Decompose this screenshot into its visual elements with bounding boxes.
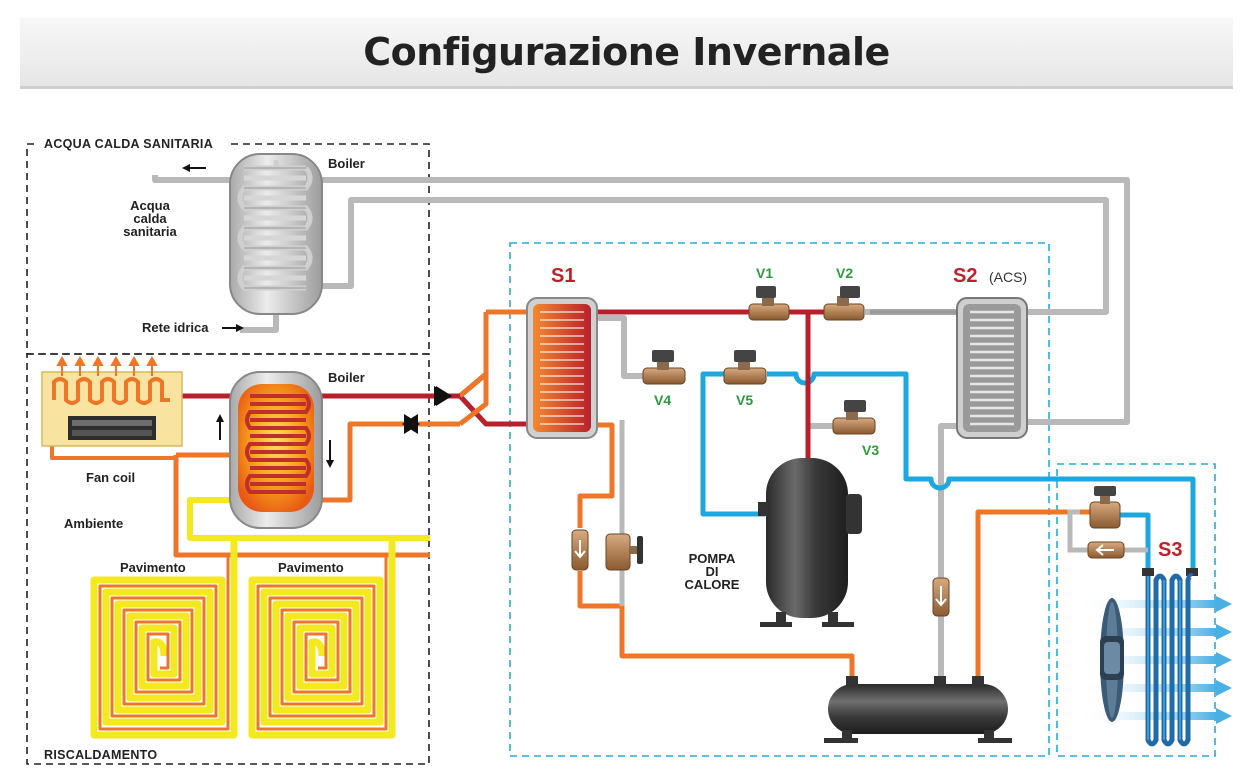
valve-v1-label: V1 (756, 265, 773, 281)
ambient-label: Ambiente (64, 516, 123, 531)
heat-pump-label-line3: CALORE (685, 577, 740, 592)
hot-water-label-line3: sanitaria (123, 224, 177, 239)
valve-v2-label: V2 (836, 265, 853, 281)
valve-v1[interactable] (748, 286, 790, 321)
valve-v5-label: V5 (736, 392, 753, 408)
expansion-valve[interactable] (605, 533, 643, 571)
exchanger-s1-label: S1 (551, 265, 575, 287)
check-valve (932, 577, 950, 617)
fan-coil (41, 355, 183, 447)
hot-water-label-line1: Acqua (130, 198, 171, 213)
inflow-arrow-icon (236, 324, 244, 332)
heat-pump-label-line1: POMPA (689, 551, 736, 566)
valve-v3[interactable] (832, 400, 876, 435)
floor-label-left: Pavimento (120, 560, 186, 575)
floor-heating-left (90, 540, 238, 739)
page-title: Configurazione Invernale (363, 30, 890, 74)
valve-v4[interactable] (642, 350, 686, 385)
sanitary-section-frame (26, 143, 430, 355)
fan-icon (1100, 598, 1124, 722)
heat-pump-label-line2: DI (706, 564, 719, 579)
valve-v3-label: V3 (862, 442, 879, 458)
boiler-label: Boiler (328, 370, 365, 385)
exchanger-s2 (956, 297, 1028, 439)
outdoor-unit-frame (1056, 463, 1216, 757)
outdoor-coil-s3 (1142, 568, 1198, 747)
heat-pump-frame (509, 242, 1050, 757)
water-mains-label: Rete idrica (142, 320, 209, 335)
up-arrow-icon (216, 414, 224, 422)
exchanger-s1 (526, 297, 598, 439)
floor-heating-right (248, 540, 396, 739)
outdoor-check-valve (1087, 541, 1125, 559)
check-valve (571, 529, 589, 571)
boiler-heating (229, 371, 323, 529)
outdoor-expansion-valve[interactable] (1089, 486, 1121, 529)
boiler-sanitary (229, 153, 323, 315)
down-arrow-icon (326, 460, 334, 468)
valve-v4-label: V4 (654, 392, 671, 408)
heating-section-frame (26, 353, 430, 765)
section-label-sanitary: ACQUA CALDA SANITARIA (44, 137, 213, 151)
exchanger-s2-label: S2 (953, 265, 977, 287)
outflow-arrow-icon (182, 164, 190, 172)
fan-coil-label: Fan coil (86, 470, 135, 485)
hot-gas-pipes (594, 309, 827, 460)
title-bar: Configurazione Invernale (20, 18, 1233, 89)
valve-v5[interactable] (723, 350, 767, 385)
floor-label-right: Pavimento (278, 560, 344, 575)
hot-water-label-line2: calda (133, 211, 167, 226)
compressor (758, 458, 862, 627)
exchanger-s2-suffix: (ACS) (989, 269, 1027, 285)
liquid-pipes (577, 422, 1092, 678)
exchanger-s3-label: S3 (1158, 539, 1182, 561)
section-label-heating: RISCALDAMENTO (44, 748, 157, 762)
valve-v2[interactable] (823, 286, 865, 321)
boiler-label: Boiler (328, 156, 365, 171)
liquid-receiver (824, 676, 1012, 743)
